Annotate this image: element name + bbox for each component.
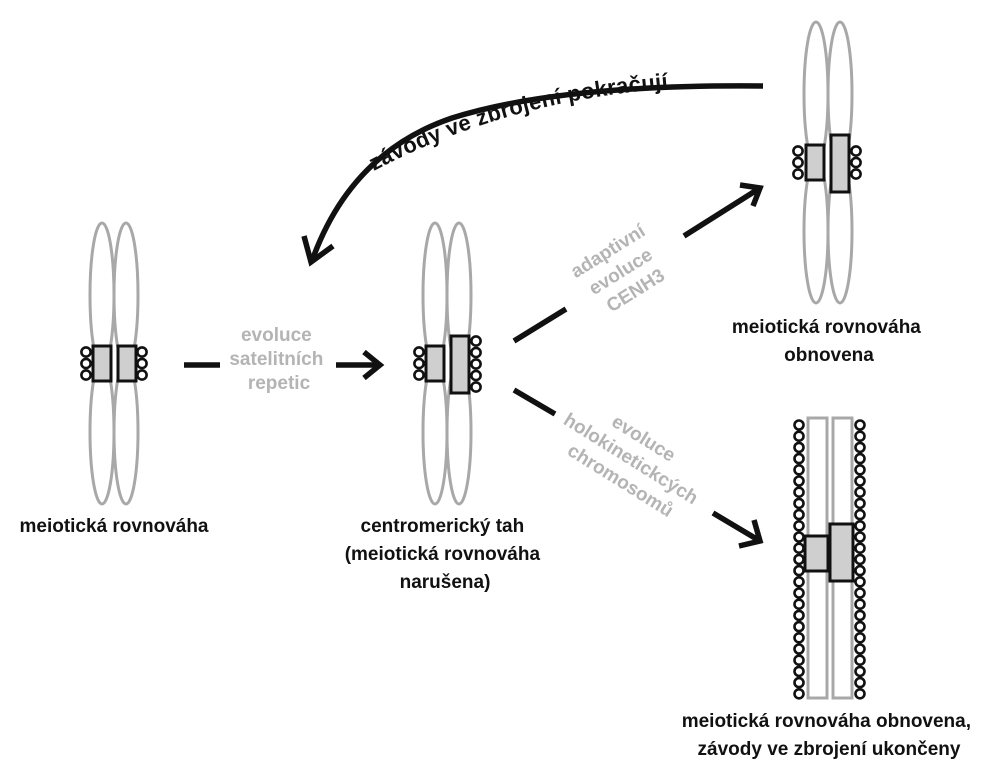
kinetochore-bead bbox=[793, 687, 805, 700]
kinetochore-bead bbox=[793, 430, 805, 443]
kinetochore-bead bbox=[793, 654, 805, 667]
kinetochore-beads-right bbox=[136, 346, 148, 381]
stage2-label: centromerický tah (meiotická rovnováha n… bbox=[345, 516, 546, 593]
kinetochore-bead bbox=[854, 497, 866, 510]
kinetochore-bead bbox=[793, 676, 805, 689]
kinetochore-bead bbox=[793, 564, 805, 577]
kinetochore-bead bbox=[793, 486, 805, 499]
stage4-label: meiotická rovnováha obnovena, závody ve … bbox=[682, 711, 977, 760]
kinetochore-beads-left bbox=[80, 346, 92, 381]
kinetochore-bead bbox=[793, 598, 805, 611]
kinetochore-bead bbox=[854, 587, 866, 599]
kinetochore-bead bbox=[854, 564, 866, 577]
kinetochore-bead bbox=[854, 598, 866, 611]
kinetochore-bead bbox=[793, 620, 805, 633]
kinetochore-bead bbox=[793, 587, 805, 599]
kinetochore-bead bbox=[793, 575, 805, 588]
kinetochore-bead bbox=[854, 452, 866, 465]
stage3-label: meiotická rovnováha obnovena bbox=[732, 317, 926, 366]
kinetochore-bead bbox=[854, 475, 866, 487]
kinetochore-beads-right bbox=[850, 145, 862, 180]
kinetochore-bead bbox=[854, 519, 866, 532]
kinetochore-bead bbox=[793, 441, 805, 454]
kinetochore-bead bbox=[793, 519, 805, 532]
kinetochore-beads-left bbox=[792, 145, 804, 180]
kinetochore-bead bbox=[854, 441, 866, 454]
label-arms-race: závody ve zbrojení pokračují bbox=[365, 68, 670, 175]
kinetochore-bead bbox=[854, 531, 866, 543]
kinetochore-bead bbox=[854, 631, 866, 644]
kinetochore-bead bbox=[854, 463, 866, 476]
kinetochore-bead bbox=[793, 631, 805, 644]
kinetochore-bead bbox=[854, 486, 866, 499]
chromosome-holokinetic bbox=[793, 416, 866, 700]
kinetochore-bead bbox=[793, 542, 805, 555]
kinetochore-bead bbox=[793, 497, 805, 510]
arrow-cenh3-evolution bbox=[512, 182, 764, 344]
kinetochore-bead bbox=[793, 419, 805, 431]
stage1-label: meiotická rovnováha bbox=[19, 516, 208, 537]
kinetochore-bead bbox=[854, 430, 866, 443]
kinetochore-beads-left bbox=[793, 419, 805, 700]
kinetochore-bead bbox=[793, 452, 805, 465]
arrow-arms-race-continues bbox=[301, 83, 764, 267]
kinetochore-bead bbox=[793, 609, 805, 622]
kinetochore-bead bbox=[854, 609, 866, 622]
kinetochore-bead bbox=[793, 508, 805, 521]
kinetochore-bead bbox=[854, 665, 866, 678]
kinetochore-bead bbox=[854, 687, 866, 700]
label-cenh3-evolution: adaptivní evoluce CENH3 bbox=[567, 218, 679, 324]
kinetochore-bead bbox=[793, 463, 805, 476]
label-holokinetic-evolution: evoluce holokinetickcých chromosomů bbox=[547, 389, 719, 532]
kinetochore-bead bbox=[793, 665, 805, 678]
kinetochore-bead bbox=[854, 553, 866, 566]
kinetochore-beads-right bbox=[470, 335, 482, 393]
kinetochore-beads-right bbox=[854, 419, 866, 700]
chromosome-balanced bbox=[80, 221, 148, 506]
kinetochore-bead bbox=[854, 542, 866, 555]
kinetochore-bead bbox=[854, 575, 866, 588]
kinetochore-bead bbox=[854, 508, 866, 521]
kinetochore-beads-left bbox=[413, 346, 425, 381]
chromosome-drive bbox=[413, 221, 482, 506]
chromosome-restored bbox=[792, 20, 862, 305]
kinetochore-bead bbox=[854, 643, 866, 655]
arrow-satellite-evolution bbox=[184, 349, 385, 381]
arrow-holokinetic-evolution bbox=[512, 387, 764, 549]
kinetochore-bead bbox=[793, 643, 805, 655]
kinetochore-bead bbox=[793, 553, 805, 566]
kinetochore-bead bbox=[793, 475, 805, 487]
kinetochore-bead bbox=[854, 654, 866, 667]
kinetochore-bead bbox=[854, 419, 866, 431]
kinetochore-bead bbox=[854, 676, 866, 689]
kinetochore-bead bbox=[854, 620, 866, 633]
kinetochore-bead bbox=[793, 531, 805, 543]
label-satellite-evolution: evoluce satelitních repetic bbox=[229, 325, 328, 394]
